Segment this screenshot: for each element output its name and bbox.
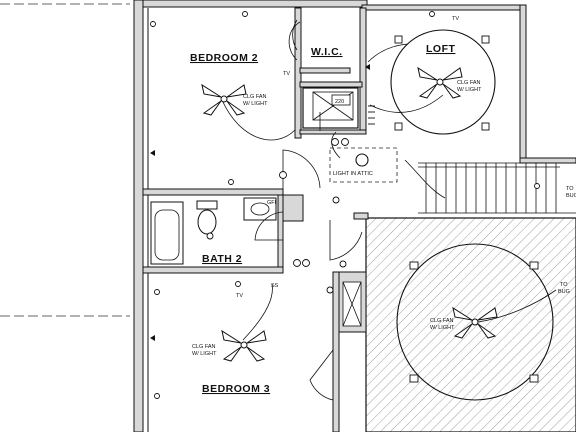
door-swing-bedroom2 [282, 149, 321, 190]
exterior-wall-west [133, 0, 144, 432]
switch-marker [150, 64, 370, 341]
to-bug-label-stair-2: BUG [566, 193, 576, 199]
wiring-bedroom2 [221, 99, 296, 141]
room-label-wic: W.I.C. [311, 46, 343, 58]
room-label-bath2: BATH 2 [202, 253, 242, 265]
recessed-light [394, 35, 539, 383]
fan-label-bedroom2-l1: CLG FAN [243, 94, 267, 100]
open-area-ceiling-dome [396, 243, 554, 401]
outlet-symbol [150, 11, 540, 399]
bathtub-inner [154, 209, 180, 261]
loft-wall-east [519, 4, 527, 164]
tv-label-bedroom2: TV [283, 71, 290, 77]
wall-bath-south [142, 266, 284, 274]
fan-label-bedroom3-l1: CLG FAN [192, 344, 216, 350]
room-label-bedroom2: BEDROOM 2 [190, 52, 258, 64]
attic-light [355, 153, 369, 167]
wall-bedroom2-south [142, 188, 284, 196]
sink [250, 202, 270, 216]
fan-label-bedroom3-l2: W/ LIGHT [192, 351, 217, 357]
ss-label: SS [271, 283, 279, 289]
fan-label-open-l1: CLG FAN [430, 318, 454, 324]
wall-closet-box [299, 81, 363, 88]
wiring-loft [369, 94, 444, 113]
stair-wall-top [519, 157, 576, 164]
door-swing-wic [292, 19, 298, 51]
toilet [197, 209, 217, 235]
to-bug-label-1: TO [560, 282, 568, 288]
to-bug-label-2: BUG [558, 289, 570, 295]
closet3-cross-b [342, 281, 362, 327]
wall-bedroom3-east [332, 271, 340, 432]
fan-label-bedroom2-l2: W/ LIGHT [243, 101, 268, 107]
wiring-stair [404, 159, 446, 199]
stairs [418, 162, 576, 214]
tv-label-bedroom3: TV [236, 293, 243, 299]
ceiling-fan-loft [417, 66, 463, 99]
wall-wic-east [359, 7, 367, 134]
loft-wall-north [361, 4, 526, 11]
wall-bath-east [277, 194, 284, 271]
room-label-loft: LOFT [426, 43, 455, 55]
volt-box [331, 94, 351, 106]
fan-label-loft-l2: W/ LIGHT [457, 87, 482, 93]
ceiling-fan-bedroom3 [221, 329, 267, 362]
wall-linen [282, 194, 304, 222]
toilet-tank [196, 200, 218, 210]
wiring-attic [331, 131, 341, 159]
wall-wic-south [299, 67, 351, 74]
attic-access [329, 147, 398, 183]
wall-mech-south [299, 129, 367, 135]
wiring-open-area [477, 289, 557, 323]
door-swing-bedroom3 [309, 349, 334, 401]
to-bug-label-stair-1: TO [566, 186, 574, 192]
exterior-wall-north [142, 0, 368, 8]
door-swing-hall [329, 220, 363, 261]
wiring-loft-2 [367, 43, 409, 63]
loft-ceiling-dome [390, 29, 496, 135]
wall-hall-east [353, 212, 369, 220]
fan-label-loft-l1: CLG FAN [457, 80, 481, 86]
fan-label-open-l2: W/ LIGHT [430, 325, 455, 331]
wiring-wic [288, 21, 301, 61]
room-label-bedroom3: BEDROOM 3 [202, 383, 270, 395]
bathtub [150, 201, 184, 265]
wiring-bedroom3 [242, 283, 273, 341]
ceiling-fan-bedroom2 [201, 83, 247, 116]
switch-bank-loft [368, 105, 375, 125]
vanity [243, 197, 277, 221]
tv-label-loft: TV [452, 16, 459, 22]
gfi-label: GFI [267, 200, 277, 206]
volt-label: 220 [335, 99, 344, 105]
door-swing-bath [254, 211, 284, 241]
ceiling-fan-open-area [452, 306, 498, 339]
attic-light-label: LIGHT IN ATTIC [333, 171, 373, 177]
